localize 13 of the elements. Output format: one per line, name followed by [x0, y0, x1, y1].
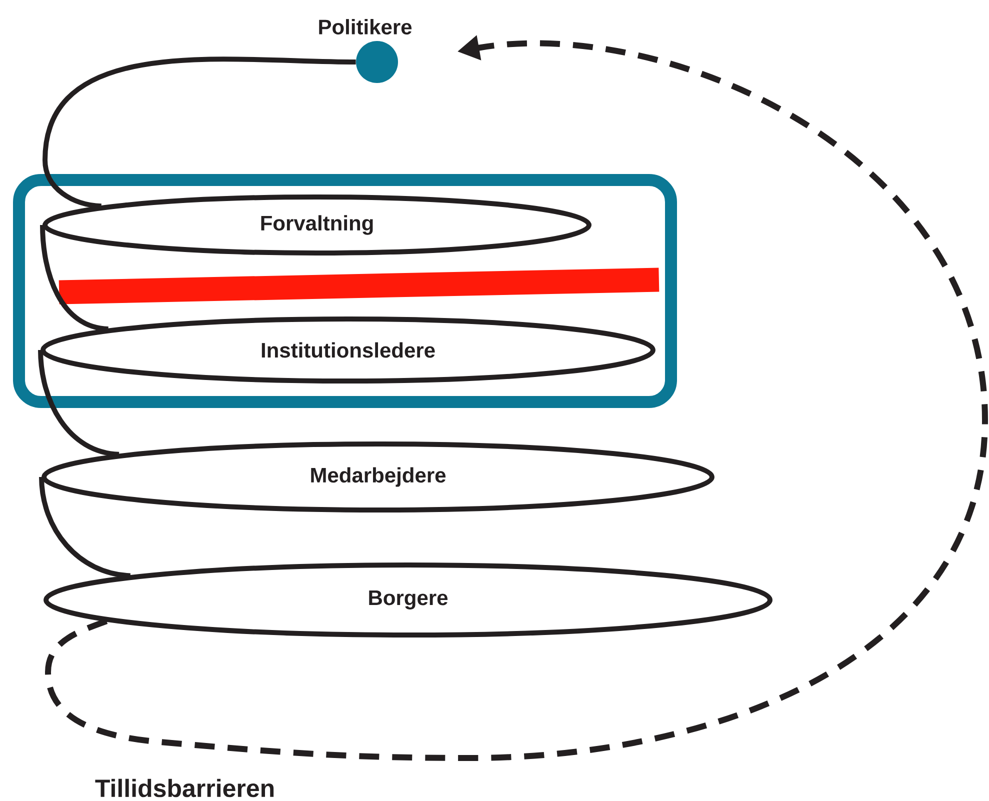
connector [42, 56, 356, 209]
node-label: Politikere [319, 19, 412, 34]
spiral-loop: Borgere [44, 562, 772, 638]
connector [39, 476, 131, 578]
spiral-loop: Institutionsledere [40, 316, 656, 384]
dot [356, 41, 398, 83]
connector [40, 224, 109, 332]
spiral-loop: Medarbejdere [42, 442, 714, 512]
frame-box [13, 174, 677, 408]
barrier-label: Tillidsbarrieren [95, 778, 274, 798]
spiral-loop: Forvaltning [42, 194, 592, 256]
connector [38, 350, 120, 457]
barrier-bar [58, 268, 660, 304]
